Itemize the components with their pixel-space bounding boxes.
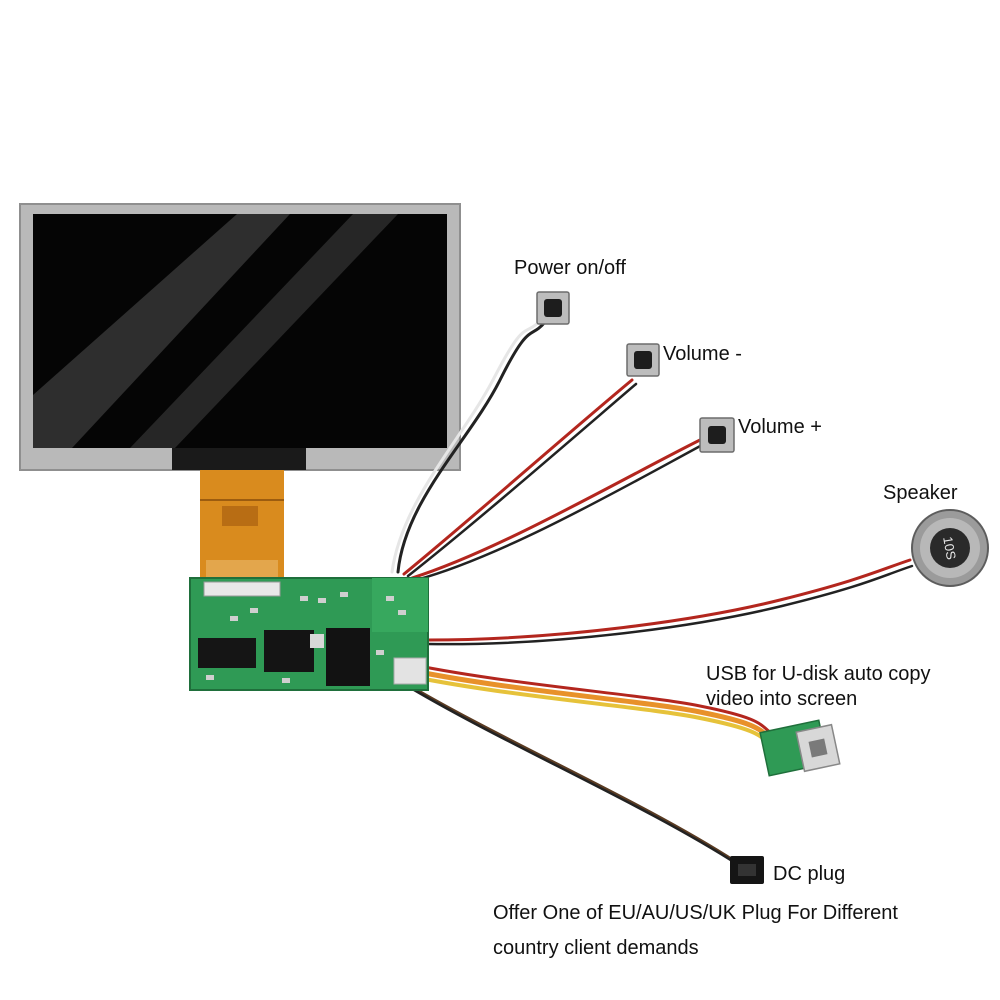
volume-minus-button [626, 343, 660, 377]
dc-plug-connector [730, 856, 764, 884]
label-usb-line2: video into screen [706, 688, 858, 710]
wires [390, 318, 914, 868]
label-speaker: Speaker [883, 482, 958, 504]
lcd-screen [19, 203, 461, 471]
screen-bezel-tab [172, 448, 306, 470]
processor-chip [264, 630, 314, 672]
label-power: Power on/off [514, 257, 626, 279]
power-button [536, 291, 570, 325]
wire-header [393, 657, 427, 685]
fpc-connector [203, 581, 281, 597]
label-usb-line1: USB for U-disk auto copy [706, 663, 931, 685]
crystal [310, 634, 324, 648]
screen-reflection [130, 214, 398, 448]
volume-plus-button [699, 417, 735, 453]
footer-line2: country client demands [493, 937, 699, 959]
label-volume-minus: Volume - [663, 343, 742, 365]
label-volume-plus: Volume + [738, 416, 822, 438]
speaker-print: 10S [940, 535, 959, 561]
memory-chip [198, 638, 256, 668]
usb-board [759, 719, 841, 777]
speaker: 10S [911, 509, 989, 587]
footer-line1: Offer One of EU/AU/US/UK Plug For Differ… [493, 902, 898, 924]
screen-reflection [33, 214, 290, 448]
label-dc-plug: DC plug [773, 863, 846, 885]
flex-ribbon-cable [200, 470, 284, 582]
flash-chip [326, 628, 370, 686]
mainboard-pcb [189, 577, 429, 691]
